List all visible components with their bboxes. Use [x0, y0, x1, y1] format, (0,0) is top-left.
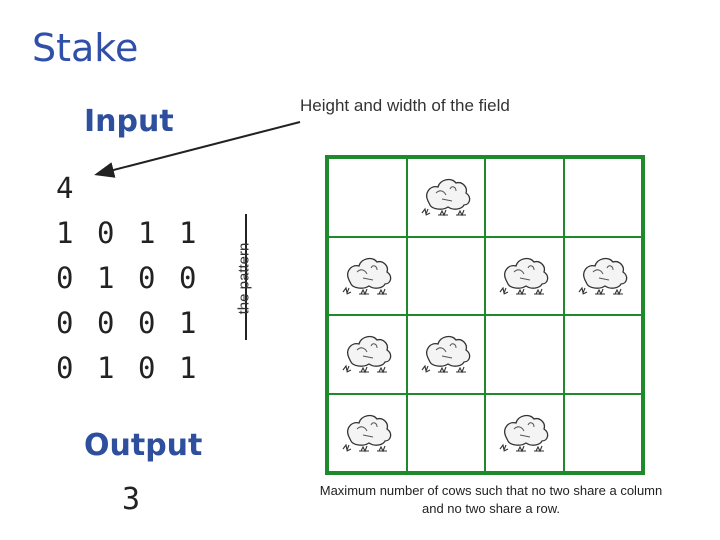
cow-icon — [496, 407, 554, 455]
field-cell — [485, 393, 564, 472]
cow-icon — [418, 171, 476, 219]
field-cell — [485, 315, 564, 394]
matrix-cell: 1 — [179, 216, 197, 250]
field-cell — [406, 236, 485, 315]
field-size-label: Height and width of the field — [300, 96, 510, 115]
cow-icon — [339, 328, 397, 376]
field-cell — [328, 315, 407, 394]
field-cell — [485, 236, 564, 315]
matrix-cell: 1 — [56, 216, 74, 250]
pattern-label-box: the pattern — [224, 230, 264, 338]
field-cell — [328, 158, 407, 237]
matrix-cell: 0 — [138, 261, 156, 295]
field-cell — [563, 393, 642, 472]
matrix-cell: 1 — [97, 261, 115, 295]
cow-icon — [418, 328, 476, 376]
cow-icon — [339, 407, 397, 455]
field-cell — [563, 158, 642, 237]
matrix-cell: 0 — [138, 306, 156, 340]
matrix-size-value: 4 — [56, 171, 74, 205]
matrix-cell: 0 — [97, 306, 115, 340]
cow-icon — [575, 250, 633, 298]
matrix-cell: 0 — [56, 351, 74, 385]
field-cell — [406, 158, 485, 237]
max-cows-caption: Maximum number of cows such that no two … — [319, 483, 663, 516]
matrix-cell: 0 — [56, 261, 74, 295]
matrix-cell: 0 — [97, 216, 115, 250]
field-cell — [328, 236, 407, 315]
matrix-cell: 1 — [179, 306, 197, 340]
field-cell — [406, 315, 485, 394]
cow-icon — [496, 250, 554, 298]
matrix-row-size: 4 — [56, 166, 220, 211]
input-heading: Input — [84, 104, 174, 139]
matrix-cell: 0 — [179, 261, 197, 295]
matrix-cell: 0 — [56, 306, 74, 340]
field-cell — [563, 236, 642, 315]
output-heading: Output — [84, 428, 203, 463]
output-value: 3 — [122, 482, 141, 517]
matrix-cell: 1 — [97, 351, 115, 385]
field-cell — [485, 158, 564, 237]
slide-title: Stake — [32, 26, 139, 70]
pattern-label: the pattern — [235, 242, 253, 315]
matrix-cell: 1 — [138, 216, 156, 250]
field-cell — [328, 393, 407, 472]
field-cell — [563, 315, 642, 394]
cow-icon — [339, 250, 397, 298]
field-grid — [325, 155, 645, 475]
field-cell — [406, 393, 485, 472]
matrix-cell: 1 — [179, 351, 197, 385]
matrix-cell: 0 — [138, 351, 156, 385]
